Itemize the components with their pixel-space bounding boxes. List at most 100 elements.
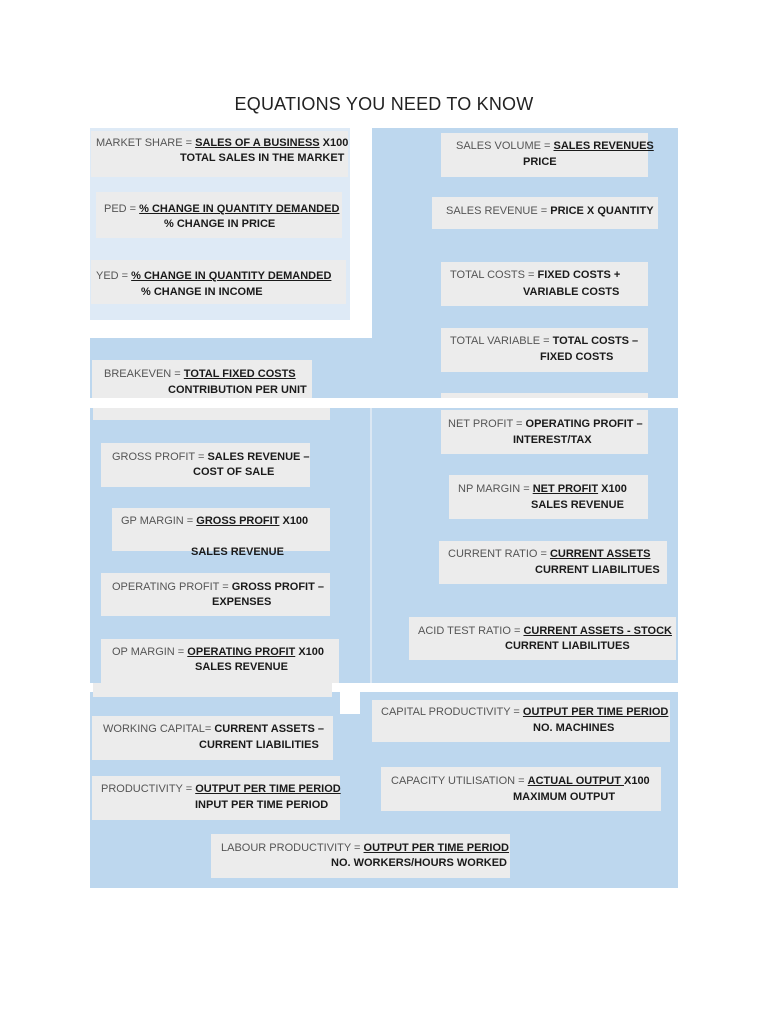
equation-formula: FIXED COSTS + [537,269,621,281]
page-title: EQUATIONS YOU NEED TO KNOW [234,94,534,114]
equation-denominator: MAXIMUM OUTPUT [513,791,616,803]
equation-denominator: CURRENT LIABILITUES [535,564,660,576]
equation-line-1: PRODUCTIVITY = OUTPUT PER TIME PERIOD [101,782,341,796]
equation-line-1: SALES REVENUE = PRICE X QUANTITY [446,204,654,218]
equation-label: NP MARGIN = [458,483,533,495]
equation-label: SALES REVENUE = [446,205,551,217]
equation-line-1: MARKET SHARE = SALES OF A BUSINESS X100 [96,136,348,150]
equation-numerator: OPERATING PROFIT [187,646,296,658]
equation-formula: OPERATING PROFIT – [525,418,643,430]
equation-line-1: NET PROFIT = OPERATING PROFIT – [448,417,643,431]
equation-formula: SALES REVENUE – [207,451,310,463]
remnant-box [93,683,332,697]
equation-box [381,767,661,811]
equation-label: LABOUR PRODUCTIVITY = [221,842,364,854]
equation-box [439,541,667,584]
equation-box [409,617,676,660]
equation-continuation: FIXED COSTS [540,351,614,363]
equation-continuation: EXPENSES [212,596,272,608]
equation-denominator: TOTAL SALES IN THE MARKET [180,152,345,164]
equation-label: GROSS PROFIT = [112,451,208,463]
equation-formula: GROSS PROFIT – [231,581,324,593]
equation-multiplier: X100 [623,775,650,787]
equation-label: PRODUCTIVITY = [101,783,196,795]
equation-line-1: YED = % CHANGE IN QUANTITY DEMANDED [96,269,331,283]
equation-numerator: CURRENT ASSETS [549,548,651,560]
equation-denominator: NO. WORKERS/HOURS WORKED [331,857,507,869]
panel-divider [370,408,372,683]
equation-box [91,260,346,304]
equation-line-1: ACID TEST RATIO = CURRENT ASSETS - STOCK [418,624,672,638]
equation-box [101,443,310,487]
equation-numerator: OUTPUT PER TIME PERIOD [195,783,341,795]
equation-box [92,360,312,398]
equation-numerator: OUTPUT PER TIME PERIOD [363,842,509,854]
equation-label: PED = [104,203,140,215]
equation-line-1: BREAKEVEN = TOTAL FIXED COSTS [104,367,296,381]
equation-continuation: INTEREST/TAX [513,434,592,446]
equation-label: OP MARGIN = [112,646,188,658]
equation-label: TOTAL COSTS = [450,269,538,281]
equation-box [441,328,648,372]
panel-bottom-gap [340,692,360,714]
equation-box [96,192,342,238]
equation-line-1: LABOUR PRODUCTIVITY = OUTPUT PER TIME PE… [221,841,509,855]
equation-numerator: GROSS PROFIT [196,515,280,527]
equation-multiplier: X100 [279,515,309,527]
equation-numerator: SALES REVENUES [553,140,654,152]
equation-formula: CURRENT ASSETS – [214,723,324,735]
equation-line-1: NP MARGIN = NET PROFIT X100 [458,482,627,496]
equation-line-1: TOTAL COSTS = FIXED COSTS + [450,268,620,282]
equation-denominator: % CHANGE IN INCOME [141,286,263,298]
equation-denominator: SALES REVENUE [191,546,284,558]
equation-label: ACID TEST RATIO = [418,625,524,637]
equation-label: SALES VOLUME = [456,140,554,152]
equation-formula: PRICE X QUANTITY [550,205,654,217]
equation-line-1: CURRENT RATIO = CURRENT ASSETS [448,547,650,561]
equation-numerator: NET PROFIT [532,483,599,495]
equation-box [101,573,330,616]
equation-label: BREAKEVEN = [104,368,184,380]
remnant-box [441,393,648,398]
equation-continuation: CURRENT LIABILITIES [199,739,319,751]
equation-multiplier: X100 [319,137,349,149]
equation-numerator: ACTUAL OUTPUT [527,775,624,787]
equation-box [92,716,333,760]
equation-denominator: % CHANGE IN PRICE [164,218,276,230]
equation-numerator: % CHANGE IN QUANTITY DEMANDED [139,203,340,215]
equation-label: OPERATING PROFIT = [112,581,232,593]
equation-line-1: OP MARGIN = OPERATING PROFIT X100 [112,645,324,659]
equation-line-1: CAPITAL PRODUCTIVITY = OUTPUT PER TIME P… [381,705,668,719]
equation-numerator: CURRENT ASSETS - STOCK [523,625,672,637]
equation-box [432,197,658,229]
equation-multiplier: X100 [598,483,627,495]
equation-denominator: INPUT PER TIME PERIOD [195,799,329,811]
equation-box [101,639,339,683]
equation-line-1: TOTAL VARIABLE = TOTAL COSTS – [450,334,638,348]
equation-line-1: CAPACITY UTILISATION = ACTUAL OUTPUT X10… [391,774,650,788]
equation-numerator: OUTPUT PER TIME PERIOD [522,706,669,718]
equation-label: NET PROFIT = [448,418,526,430]
equation-denominator: CURRENT LIABILITUES [505,640,630,652]
equation-box [211,834,510,878]
equation-box [372,700,670,742]
equation-multiplier: X100 [295,646,325,658]
equation-label: CAPACITY UTILISATION = [391,775,528,787]
equation-denominator: SALES REVENUE [195,661,288,673]
equation-numerator: TOTAL FIXED COSTS [183,368,296,380]
equation-label: CAPITAL PRODUCTIVITY = [381,706,523,718]
equation-box [441,133,648,177]
equation-label: CURRENT RATIO = [448,548,550,560]
equation-box [449,475,648,519]
equation-line-1: PED = % CHANGE IN QUANTITY DEMANDED [104,202,339,216]
equation-line-1: OPERATING PROFIT = GROSS PROFIT – [112,580,324,594]
equation-label: YED = [96,270,132,282]
equation-denominator: PRICE [523,156,557,168]
equation-continuation: VARIABLE COSTS [523,286,620,298]
equation-numerator: SALES OF A BUSINESS [195,137,320,149]
equation-denominator: SALES REVENUE [531,499,624,511]
equation-box [441,410,648,454]
equation-box [92,776,340,820]
remnant-box [93,408,330,420]
equation-label: WORKING CAPITAL= [103,723,215,735]
